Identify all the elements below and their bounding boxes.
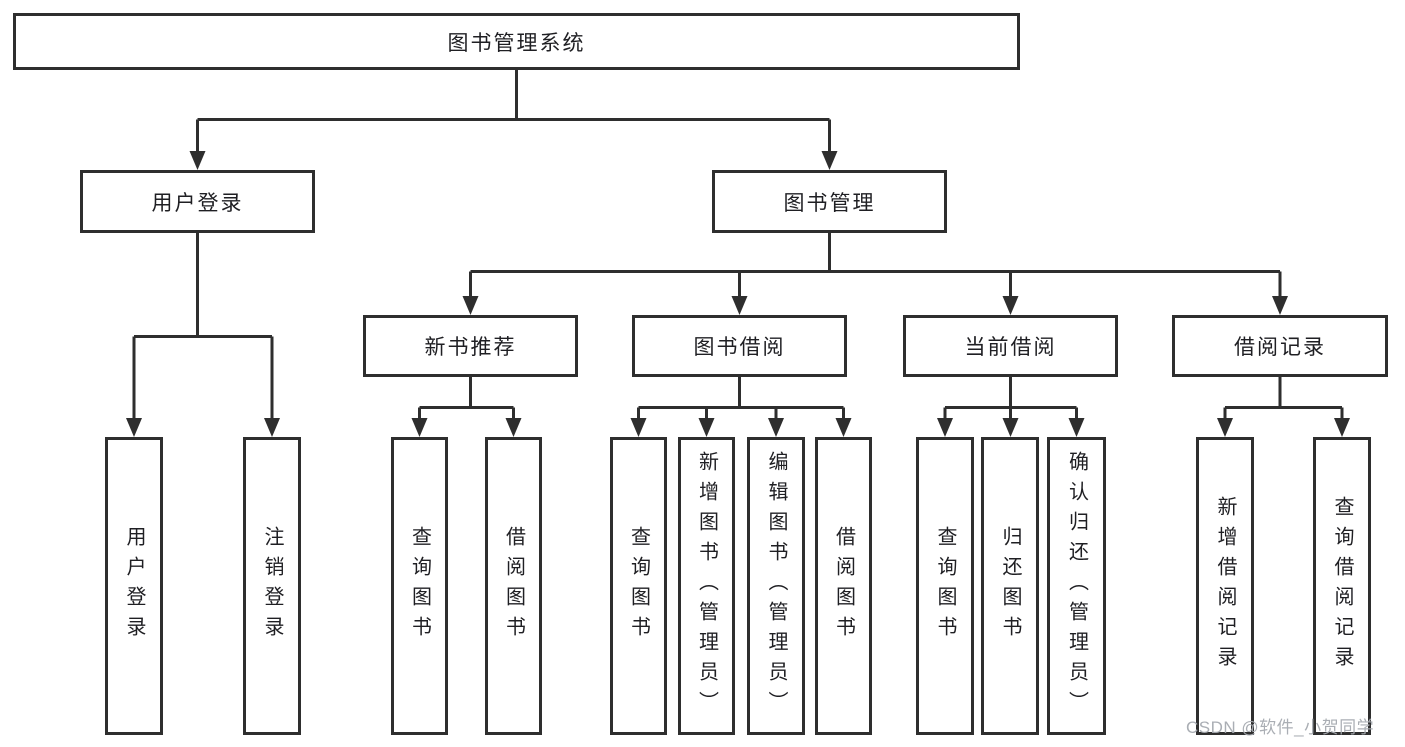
node-label: 图书借阅	[693, 336, 786, 359]
node-label: 图书管理	[783, 191, 876, 215]
node-label: 查询图书	[934, 526, 956, 646]
node-label: 确认归还（管理员）	[1065, 451, 1088, 721]
node-label: 图书管理系统	[447, 31, 586, 55]
node-label: 用户登录	[123, 526, 145, 646]
node-label: 当前借阅	[964, 336, 1057, 359]
node-label: 查询图书	[627, 526, 650, 646]
node-label: 注销登录	[261, 526, 283, 646]
node-label: 新增图书（管理员）	[695, 451, 718, 721]
node-label: 借阅图书	[502, 526, 525, 646]
node-label: 借阅记录	[1234, 336, 1326, 359]
node-label: 查询借阅记录	[1331, 496, 1353, 676]
node-book-management: 图书管理	[712, 170, 947, 233]
node-leaf-user-login: 用户登录	[105, 437, 163, 735]
node-label: 编辑图书（管理员）	[765, 451, 787, 721]
node-label: 查询图书	[408, 526, 431, 646]
node-leaf-query-books-3: 查询图书	[916, 437, 974, 735]
node-leaf-borrow-books-1: 借阅图书	[485, 437, 542, 735]
node-leaf-add-books-admin: 新增图书（管理员）	[678, 437, 735, 735]
node-leaf-query-books-2: 查询图书	[610, 437, 667, 735]
node-label: 新增借阅记录	[1214, 496, 1236, 676]
node-leaf-return-books: 归还图书	[981, 437, 1039, 735]
node-current-borrowing: 当前借阅	[903, 315, 1118, 377]
node-leaf-edit-books-admin: 编辑图书（管理员）	[747, 437, 805, 735]
node-borrowing-records: 借阅记录	[1172, 315, 1388, 377]
node-label: 归还图书	[999, 526, 1021, 646]
csdn-watermark: CSDN @软件_小贺同学	[1186, 718, 1375, 737]
node-leaf-query-borrow-record: 查询借阅记录	[1313, 437, 1371, 735]
node-label: 新书推荐	[424, 336, 517, 359]
node-leaf-query-books-1: 查询图书	[391, 437, 448, 735]
node-leaf-logout: 注销登录	[243, 437, 301, 735]
node-leaf-borrow-books-2: 借阅图书	[815, 437, 872, 735]
node-label: 借阅图书	[832, 526, 855, 646]
node-new-book-recommend: 新书推荐	[363, 315, 578, 377]
node-library-management-system: 图书管理系统	[13, 13, 1020, 70]
node-label: 用户登录	[151, 191, 244, 215]
node-leaf-add-borrow-record: 新增借阅记录	[1196, 437, 1254, 735]
node-leaf-confirm-return-admin: 确认归还（管理员）	[1047, 437, 1106, 735]
node-book-borrowing: 图书借阅	[632, 315, 847, 377]
node-user-login: 用户登录	[80, 170, 315, 233]
